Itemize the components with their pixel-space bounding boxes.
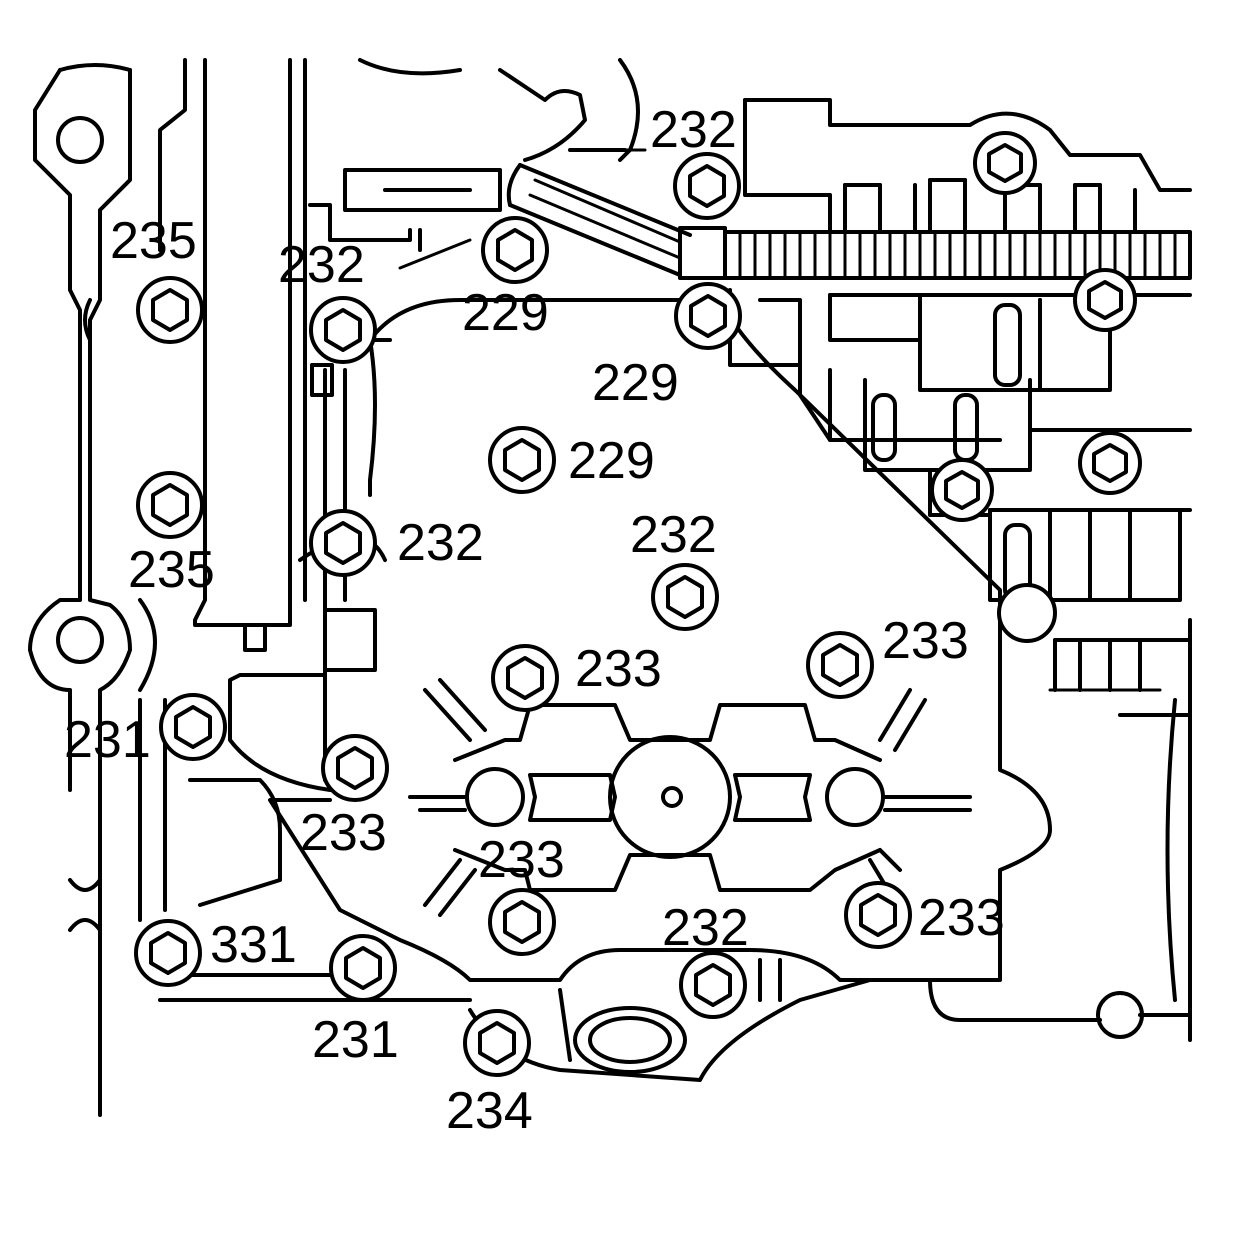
callout-331: 331 (210, 916, 297, 974)
callout-232: 232 (630, 506, 717, 564)
bolt-icon (463, 1009, 531, 1077)
leader-lines (398, 148, 672, 302)
bolt-icon (488, 426, 556, 494)
bolt-icon (481, 216, 549, 284)
bolt-icon (679, 951, 747, 1019)
bolt-icon (997, 583, 1057, 643)
callout-labels: 232 235 232 229 229 229 232 232 235 233 … (64, 101, 1005, 1140)
callout-233: 233 (918, 889, 1005, 947)
callout-231: 231 (312, 1011, 399, 1069)
bolt-icon (309, 296, 377, 364)
callout-233: 233 (882, 612, 969, 670)
callout-232: 232 (278, 236, 365, 294)
callout-234: 234 (446, 1082, 533, 1140)
callout-231: 231 (64, 711, 151, 769)
bolt-icon (491, 644, 559, 712)
callout-229: 229 (462, 284, 549, 342)
callout-232: 232 (650, 101, 737, 159)
bolt-icon (674, 282, 742, 350)
callout-229: 229 (592, 354, 679, 412)
callout-233: 233 (478, 831, 565, 889)
callout-232: 232 (662, 899, 749, 957)
bolts (134, 131, 1142, 1077)
callout-229: 229 (568, 432, 655, 490)
bolt-icon (973, 131, 1037, 195)
bolt-icon (1078, 431, 1142, 495)
bolt-icon (673, 152, 741, 220)
callout-233: 233 (575, 640, 662, 698)
bolt-icon (136, 471, 204, 539)
rail-teeth (738, 230, 1177, 280)
bolt-icon (134, 919, 202, 987)
bolt-icon (329, 934, 397, 1002)
bolt-icon (930, 458, 994, 522)
bolt-icon (136, 276, 204, 344)
bolt-icon (806, 631, 874, 699)
housing-linework (28, 58, 1192, 1117)
bolt-icon (159, 693, 227, 761)
bolt-icon (488, 888, 556, 956)
callout-235: 235 (110, 212, 197, 270)
callout-235: 235 (128, 541, 215, 599)
callout-233: 233 (300, 804, 387, 862)
bolt-icon (844, 881, 912, 949)
bolt-icon (1073, 268, 1137, 332)
callout-232: 232 (397, 514, 484, 572)
bolt-icon (309, 509, 377, 577)
bolt-icon (321, 734, 389, 802)
bolt-icon (651, 563, 719, 631)
